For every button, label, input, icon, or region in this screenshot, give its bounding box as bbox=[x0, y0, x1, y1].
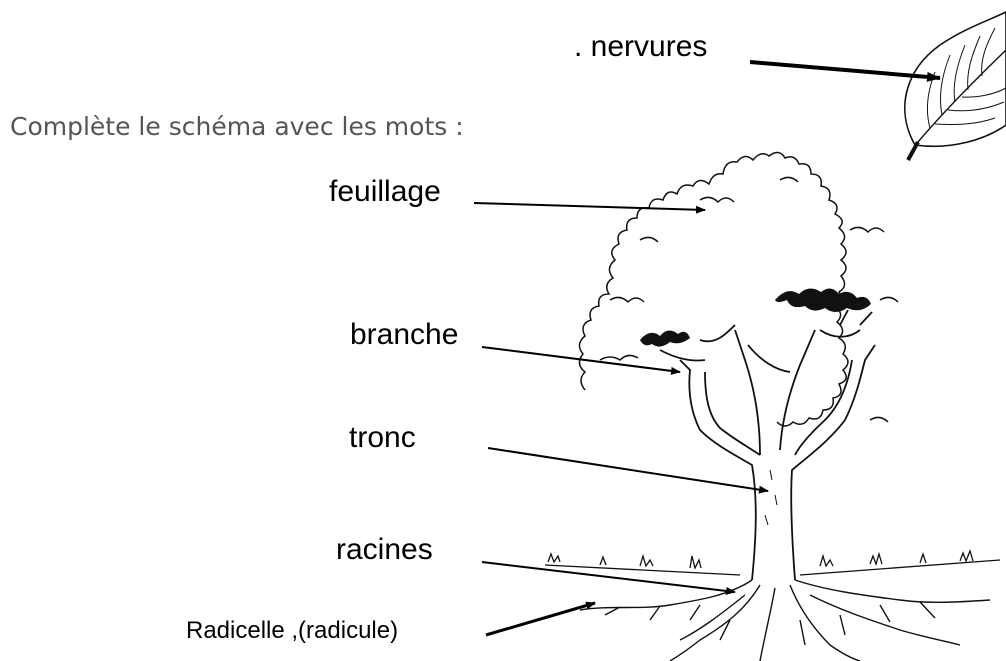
tree-trunk-branches bbox=[660, 310, 875, 580]
label-radicelle: Radicelle ,(radicule) bbox=[186, 617, 398, 645]
label-nervures: . nervures bbox=[574, 30, 707, 64]
label-branche: branche bbox=[350, 318, 458, 352]
label-racines: racines bbox=[336, 533, 433, 567]
foliage-clusters bbox=[640, 288, 871, 346]
leaf-illustration bbox=[905, 12, 1006, 160]
arrow-tronc bbox=[488, 448, 768, 491]
arrow-nervures bbox=[750, 62, 940, 78]
arrow-radicelle bbox=[486, 603, 595, 635]
arrow-racines bbox=[482, 562, 735, 592]
label-tronc: tronc bbox=[349, 421, 416, 455]
arrow-feuillage bbox=[474, 203, 705, 210]
ground-grass bbox=[545, 551, 1000, 575]
label-feuillage: feuillage bbox=[329, 175, 441, 209]
tree-canopy bbox=[579, 152, 898, 426]
arrows bbox=[474, 62, 940, 635]
tree-roots bbox=[580, 580, 990, 661]
